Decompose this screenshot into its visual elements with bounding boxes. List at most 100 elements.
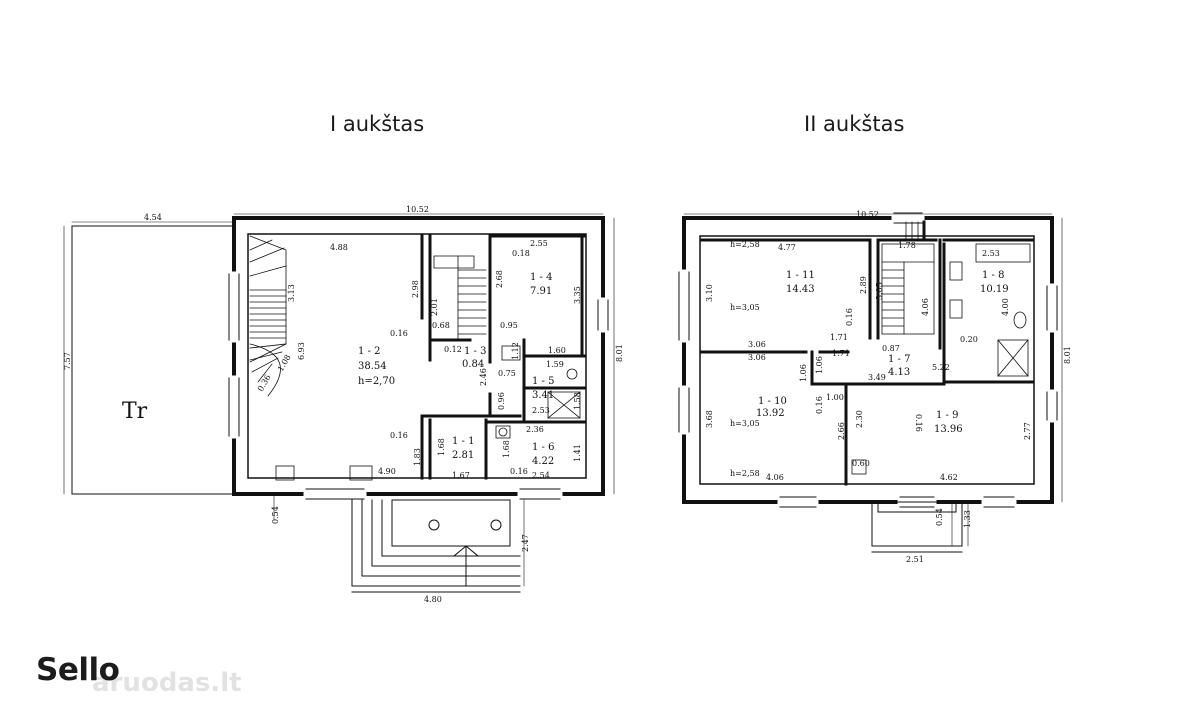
- floor-1-stairs: [249, 235, 487, 397]
- svg-text:1.59: 1.59: [546, 360, 564, 369]
- svg-text:2.98: 2.98: [411, 280, 420, 298]
- floor-1-inner-wall: [247, 233, 587, 479]
- svg-text:3.06: 3.06: [748, 353, 766, 362]
- svg-text:2.77: 2.77: [1023, 422, 1032, 440]
- svg-text:2.53: 2.53: [532, 406, 550, 415]
- svg-text:7.91: 7.91: [530, 286, 552, 297]
- svg-text:h=2,58: h=2,58: [730, 240, 760, 249]
- room-1-2: 1 - 2 38.54 h=2,70: [358, 346, 395, 387]
- svg-text:4.06: 4.06: [766, 473, 784, 482]
- svg-text:1 - 11: 1 - 11: [786, 270, 815, 281]
- floor-2-title: II aukštas: [804, 112, 905, 136]
- svg-text:2.54: 2.54: [532, 471, 550, 480]
- svg-text:10.19: 10.19: [980, 284, 1009, 295]
- svg-text:8.01: 8.01: [1063, 346, 1072, 364]
- room-1-5: 1 - 5 3.41: [532, 376, 554, 401]
- svg-text:14.43: 14.43: [786, 284, 815, 295]
- svg-text:2.68: 2.68: [495, 270, 504, 288]
- svg-text:10.52: 10.52: [856, 210, 879, 219]
- svg-text:3.06: 3.06: [748, 340, 766, 349]
- svg-text:3.13: 3.13: [287, 284, 296, 302]
- room-1-7: 1 - 7 4.13: [888, 354, 910, 378]
- svg-text:4.88: 4.88: [330, 243, 348, 252]
- svg-text:1.67: 1.67: [452, 471, 470, 480]
- svg-text:1 - 7: 1 - 7: [888, 354, 910, 365]
- terrace-outline: [71, 225, 235, 495]
- svg-text:1 - 5: 1 - 5: [532, 376, 554, 387]
- svg-text:1.58: 1.58: [573, 392, 582, 410]
- svg-text:h=2,70: h=2,70: [358, 376, 395, 387]
- svg-text:2.89: 2.89: [859, 276, 868, 294]
- svg-text:0.16: 0.16: [510, 467, 528, 476]
- svg-text:0.16: 0.16: [845, 308, 854, 326]
- svg-text:4.06: 4.06: [921, 298, 930, 316]
- svg-text:1 - 6: 1 - 6: [532, 442, 554, 453]
- svg-text:0.16: 0.16: [815, 396, 824, 414]
- svg-text:2.36: 2.36: [526, 425, 544, 434]
- svg-text:0.54: 0.54: [935, 508, 944, 526]
- room-1-1: 1 - 1 2.81: [452, 436, 474, 461]
- svg-text:6.93: 6.93: [297, 342, 306, 360]
- svg-text:4.00: 4.00: [1001, 298, 1010, 316]
- svg-text:1.71: 1.71: [830, 333, 848, 342]
- svg-text:1.78: 1.78: [898, 241, 916, 250]
- svg-text:0.84: 0.84: [462, 359, 484, 370]
- svg-text:4.22: 4.22: [532, 456, 554, 467]
- room-1-9: 1 - 9 13.96: [934, 410, 963, 435]
- svg-text:h=2,58: h=2,58: [730, 469, 760, 478]
- svg-text:3.10: 3.10: [705, 284, 714, 302]
- svg-text:1.08: 1.08: [276, 353, 293, 373]
- svg-text:4.80: 4.80: [424, 595, 442, 604]
- svg-text:0.75: 0.75: [498, 369, 516, 378]
- svg-text:1 - 4: 1 - 4: [530, 272, 552, 283]
- sello-logo: Sello: [36, 652, 120, 688]
- svg-text:1 - 2: 1 - 2: [358, 346, 380, 357]
- svg-text:7.57: 7.57: [63, 352, 72, 370]
- svg-text:10.52: 10.52: [406, 205, 429, 214]
- svg-text:1.06: 1.06: [799, 364, 808, 382]
- porch: [351, 499, 521, 593]
- svg-text:3.68: 3.68: [705, 410, 714, 428]
- svg-text:5.22: 5.22: [932, 363, 950, 372]
- svg-text:0.87: 0.87: [882, 344, 900, 353]
- svg-text:4.62: 4.62: [940, 473, 958, 482]
- svg-text:0.60: 0.60: [852, 459, 870, 468]
- svg-text:3.05: 3.05: [875, 282, 884, 300]
- svg-text:2.01: 2.01: [430, 298, 439, 316]
- svg-text:8.01: 8.01: [615, 344, 624, 362]
- svg-text:1.06: 1.06: [815, 356, 824, 374]
- room-1-6: 1 - 6 4.22: [532, 442, 554, 467]
- svg-text:0.12: 0.12: [444, 345, 462, 354]
- svg-text:4.54: 4.54: [144, 213, 162, 222]
- svg-text:2.66: 2.66: [837, 422, 846, 440]
- svg-text:1 - 1: 1 - 1: [452, 436, 474, 447]
- svg-text:2.30: 2.30: [855, 410, 864, 428]
- svg-text:13.96: 13.96: [934, 424, 963, 435]
- floor-1-plan: [63, 213, 615, 593]
- svg-text:1.71: 1.71: [832, 349, 850, 358]
- svg-text:0.16: 0.16: [390, 431, 408, 440]
- svg-text:0.16: 0.16: [914, 414, 923, 432]
- aruodas-watermark: aruodas.lt: [92, 668, 242, 698]
- svg-text:1.33: 1.33: [963, 510, 972, 528]
- balcony: [871, 501, 963, 553]
- svg-text:0.68: 0.68: [432, 321, 450, 330]
- svg-text:0.54: 0.54: [271, 506, 280, 524]
- room-1-3: 1 - 3 0.84: [462, 346, 486, 370]
- svg-text:0.96: 0.96: [497, 392, 506, 410]
- svg-text:0.18: 0.18: [512, 249, 530, 258]
- svg-text:3.49: 3.49: [868, 373, 886, 382]
- room-1-8: 1 - 8 10.19: [980, 270, 1009, 295]
- room-1-11: 1 - 11 14.43 h=3,05: [730, 270, 815, 312]
- svg-text:0.16: 0.16: [390, 329, 408, 338]
- svg-text:1.41: 1.41: [573, 444, 582, 462]
- floor-1-title: I aukštas: [330, 112, 425, 136]
- room-1-4: 1 - 4 7.91: [530, 272, 552, 297]
- svg-text:2.46: 2.46: [479, 368, 488, 386]
- svg-text:1.83: 1.83: [413, 448, 422, 466]
- svg-text:2.81: 2.81: [452, 450, 474, 461]
- svg-text:4.13: 4.13: [888, 367, 910, 378]
- svg-text:2.55: 2.55: [530, 239, 548, 248]
- svg-text:1 - 8: 1 - 8: [982, 270, 1004, 281]
